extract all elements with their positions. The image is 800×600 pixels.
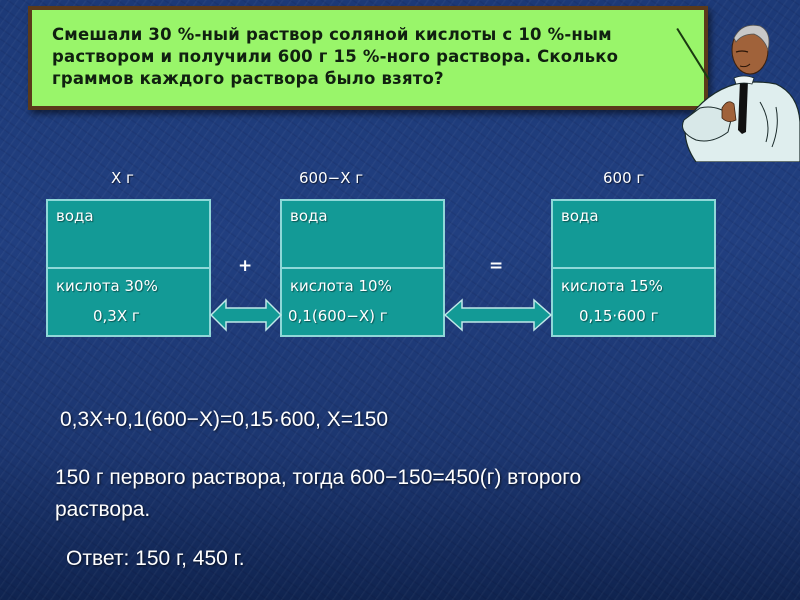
divider [553, 267, 714, 269]
problem-text: Смешали 30 %-ный раствор соляной кислоты… [52, 24, 692, 90]
explanation-line-2: раствора. [55, 498, 151, 521]
plus-sign: + [238, 256, 253, 276]
problem-line-3: граммов каждого раствора было взято? [52, 69, 444, 88]
water-label: вода [290, 207, 328, 225]
answer: Ответ: 150 г, 450 г. [66, 547, 245, 570]
problem-line-1: Смешали 30 %-ный раствор соляной кислоты… [52, 25, 612, 44]
equals-sign: = [489, 256, 504, 276]
explanation-line-1: 150 г первого раствора, тогда 600−150=45… [55, 466, 582, 489]
water-label: вода [56, 207, 94, 225]
problem-statement-box: Смешали 30 %-ный раствор соляной кислоты… [28, 6, 708, 110]
box3-mass-label: 600 г [603, 169, 645, 187]
problem-line-2: раствором и получили 600 г 15 %-ного рас… [52, 47, 619, 66]
solution-box-3: вода кислота 15% 0,15·600 г [551, 199, 716, 337]
double-arrow-icon [444, 298, 552, 332]
divider [48, 267, 209, 269]
box2-mass-label: 600−Х г [299, 169, 364, 187]
acid-mass: 0,1(600−Х) г [288, 307, 388, 325]
equation: 0,3Х+0,1(600−Х)=0,15·600, Х=150 [60, 408, 389, 431]
double-arrow-icon [210, 298, 282, 332]
solution-box-2: вода кислота 10% 0,1(600−Х) г [280, 199, 445, 337]
acid-label: кислота 10% [290, 277, 392, 295]
divider [282, 267, 443, 269]
solution-box-1: вода кислота 30% 0,3Х г [46, 199, 211, 337]
acid-label: кислота 30% [56, 277, 158, 295]
water-label: вода [561, 207, 599, 225]
box1-mass-label: Х г [111, 169, 134, 187]
acid-mass: 0,3Х г [93, 307, 140, 325]
acid-label: кислота 15% [561, 277, 663, 295]
teacher-icon [682, 24, 800, 162]
acid-mass: 0,15·600 г [579, 307, 659, 325]
